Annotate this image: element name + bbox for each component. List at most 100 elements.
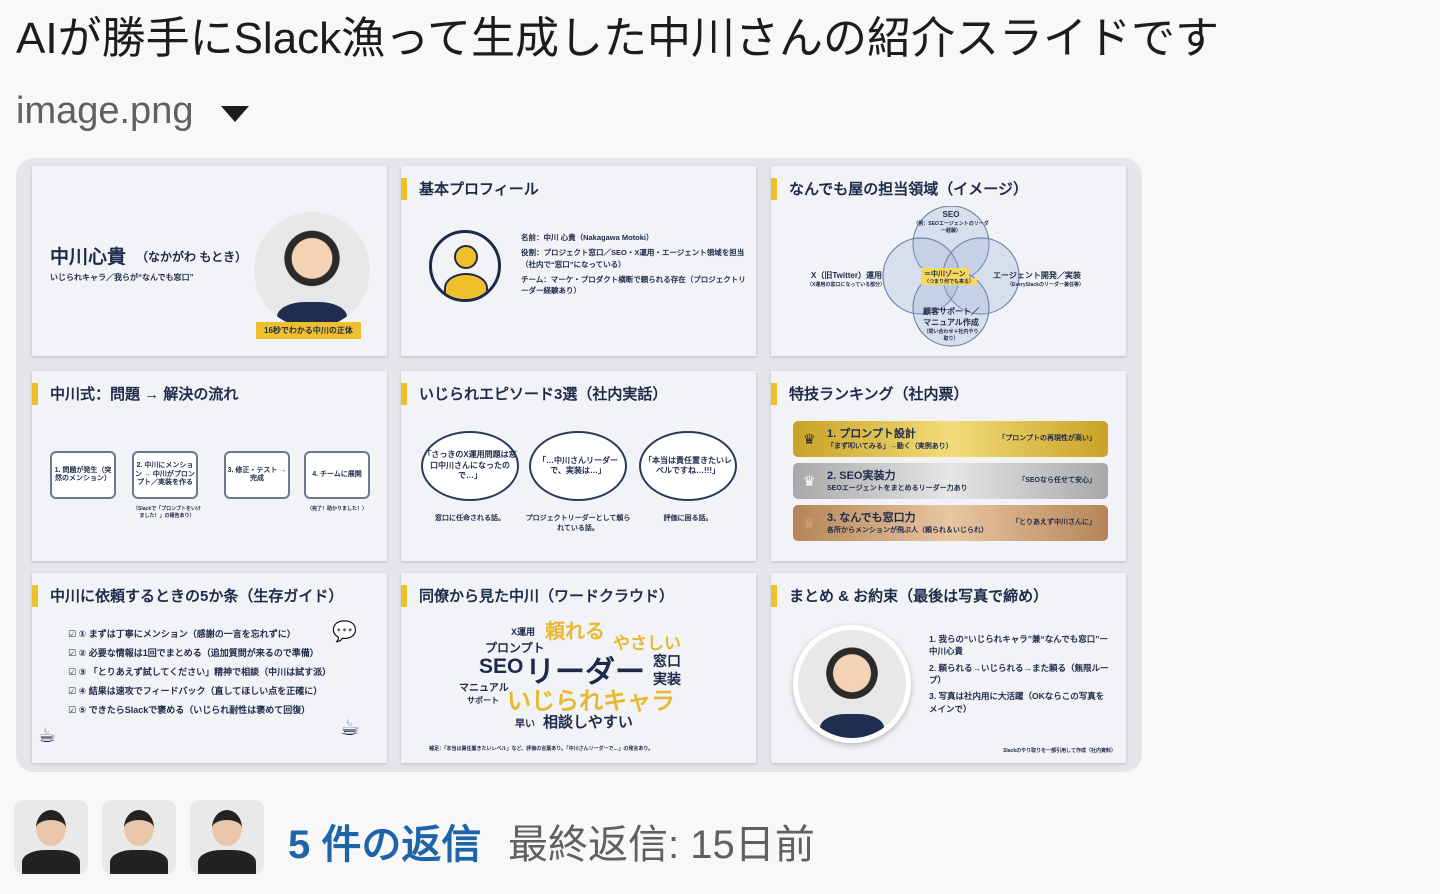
person-kana: （なかがわ もとき） <box>136 250 248 264</box>
slide-ranking: 特技ランキング（社内票） ♛ 1. プロンプト設計「まず叩いてみる」→動く（実例あ… <box>771 371 1126 561</box>
profile-role: 役割：プロジェクト窓口／SEO・X運用・エージェント領域を担当（社内で“窓口”に… <box>521 248 745 269</box>
flow-note: （Slackで「プロンプトをいけました！」の報告あり） <box>133 506 201 519</box>
word: リーダー <box>525 656 645 689</box>
crown-icon: ♛ <box>803 473 816 489</box>
word: 相談しやすい <box>543 714 633 731</box>
slide-intro: 中川心貴 （なかがわ もとき） いじられキャラ／我らが“なんでも窓口” 16秒で… <box>32 166 387 356</box>
rank-sub: SEOエージェントをまとめるリーダー力あり <box>827 485 968 492</box>
reply-avatar[interactable] <box>14 800 88 874</box>
flow-step: 4. チームに展開 <box>304 451 370 499</box>
slide-venn: なんでも屋の担当領域（イメージ） SEO （例：SEOエージェントのリーダー経験… <box>771 166 1126 356</box>
venn-support-sub: （問い合わせ＋社内やり取り） <box>923 329 979 342</box>
speech-bubble: 「…中川さんリーダーで、実装は…」 <box>529 431 627 501</box>
last-reply-time: 最終返信: 15日前 <box>508 823 815 867</box>
caret-down-icon <box>221 105 250 122</box>
image-attachment[interactable]: 中川心貴 （なかがわ もとき） いじられキャラ／我らが“なんでも窓口” 16秒で… <box>16 158 1142 772</box>
slide-summary: まとめ & お約束（最後は写真で締め） 1. 我らの“いじられキャラ”兼“なんで… <box>771 573 1126 763</box>
checklist-item: ☑ ⑤ できたらSlackで褒める（いじられ耐性は褒めて回復） <box>68 705 311 715</box>
speech-bubble: 「本当は責任置きたいレベルですね…!!!」 <box>639 431 737 501</box>
word: 早い <box>515 719 535 730</box>
venn-agent-sub: （EveryStackのリーダー兼任等） <box>1007 282 1084 288</box>
venn-seo: SEO <box>942 210 960 219</box>
checklist-item: ☑ ② 必要な情報は1回でまとめる（追加質問が来るので準備） <box>68 648 319 658</box>
slide-profile: 基本プロフィール 名前：中川 心貴（Nakagawa Motoki） 役割：プロ… <box>401 166 756 356</box>
venn-center: ＝中川ゾーン <box>921 268 969 280</box>
episode-caption: プロジェクトリーダーとして頼られている話。 <box>525 515 631 532</box>
episode-caption: 窓口に任命される話。 <box>435 515 505 522</box>
episode-caption: 評価に困る話。 <box>663 515 713 522</box>
slide-wordcloud: 同僚から見た中川（ワードクラウド） X運用 頼れる プロンプト やさしい SEO… <box>401 573 756 763</box>
message-text: AIが勝手にSlack漁って生成した中川さんの紹介スライドです <box>16 14 1219 63</box>
flow-note: （完了！助かりました！） <box>306 506 367 512</box>
mug-icon: ☕ <box>38 725 56 747</box>
rank-sub: 「まず叩いてみる」→動く（実例あり） <box>827 443 953 450</box>
ribbon: 16秒でわかる中川の正体 <box>256 322 361 339</box>
crown-icon: ♛ <box>803 515 816 531</box>
checklist-item: ☑ ④ 結果は速攻でフィードバック（直してほしい点を正確に） <box>68 686 323 696</box>
footnote: 補足：「本当は責任置きたいレベル」など、評価の言葉あり。「中川さんリーダーで…」… <box>429 746 654 752</box>
word: サポート <box>467 696 499 705</box>
rank-quote: 「プロンプトの再現性が高い」 <box>998 435 1096 442</box>
rank-quote: 「SEOなら任せて安心」 <box>1018 477 1096 484</box>
profile-team: チーム：マーケ・プロダクト横断で頼られる存在（プロジェクトリーダー経験あり） <box>521 274 746 295</box>
word: X運用 <box>511 627 536 637</box>
tagline: いじられキャラ／我らが“なんでも窓口” <box>50 273 194 282</box>
word: プロンプト <box>485 641 545 655</box>
checklist-item: ☑ ① まずは丁寧にメンション（感謝の一言を忘れずに） <box>68 629 296 639</box>
slide-flow: 中川式：問題 → 解決の流れ 1. 問題が発生（突然のメンション） 2. 中川に… <box>32 371 387 561</box>
venn-agent: エージェント開発／実装 <box>993 271 1081 280</box>
slide-title: 中川式：問題 → 解決の流れ <box>50 386 239 403</box>
checklist-item: ☑ ③ 「とりあえず試してください」精神で相談（中川は試す派） <box>68 667 332 677</box>
summary-item: 3. 写真は社内用に大活躍（OKならこの写真をメインで） <box>929 691 1105 714</box>
word: 実装 <box>653 671 681 687</box>
flow-step: 1. 問題が発生（突然のメンション） <box>50 451 116 499</box>
venn-x-sub: （X運用の窓口になっている部分） <box>807 282 886 288</box>
word: やさしい <box>613 634 681 653</box>
file-name: image.png <box>16 90 194 132</box>
portrait-photo <box>793 625 911 743</box>
rank-1: ♛ 1. プロンプト設計「まず叩いてみる」→動く（実例あり） 「プロンプトの再現性が… <box>793 421 1108 457</box>
slide-title: まとめ & お約束（最後は写真で締め） <box>789 588 1049 605</box>
footnote: Slackのやり取りを一部引用して作成（社内資料） <box>1003 748 1116 754</box>
slide-title: 基本プロフィール <box>419 181 539 198</box>
rank-quote: 「とりあえず中川さんに」 <box>1012 519 1096 526</box>
venn-x: X（旧Twitter）運用 <box>811 271 882 280</box>
replies-link[interactable]: 5 件の返信 <box>288 823 482 867</box>
rank-title: 3. なんでも窓口力 <box>827 512 916 524</box>
chat-bubble-icon: 💬 <box>332 621 357 643</box>
word: SEO <box>479 655 524 678</box>
venn-seo-sub: （例：SEOエージェントのリーダー経験） <box>913 221 989 234</box>
flow-step: 3. 修正・テスト → 完成 <box>224 451 290 499</box>
profile-name: 名前：中川 心貴（Nakagawa Motoki） <box>521 233 654 242</box>
portrait-photo <box>254 212 370 328</box>
flow-step: 2. 中川にメンション → 中川がプロンプト／実装を作る <box>132 451 198 499</box>
speech-bubble: 「さっきのX運用問題は窓口中川さんになったので…」 <box>421 431 519 501</box>
slide-title: 同僚から見た中川（ワードクラウド） <box>419 588 675 605</box>
summary-item: 1. 我らの“いじられキャラ”兼“なんでも窓口”ー中川心貴 <box>929 634 1109 657</box>
reply-avatar[interactable] <box>102 800 176 874</box>
rank-title: 1. プロンプト設計 <box>827 428 916 440</box>
reply-avatar[interactable] <box>190 800 264 874</box>
rank-2: ♛ 2. SEO実装力 SEOエージェントをまとめるリーダー力あり 「SEOなら任せて… <box>793 463 1108 499</box>
slide-title: 中川に依頼するときの5か条（生存ガイド） <box>50 588 344 605</box>
venn-center-sub: （つまり何でも来る） <box>921 278 978 285</box>
file-name-toggle[interactable]: image.png <box>16 90 250 133</box>
word: いじられキャラ <box>507 688 675 715</box>
slide-title: 特技ランキング（社内票） <box>789 386 969 403</box>
word: 頼れる <box>545 621 605 643</box>
slide-episodes: いじられエピソード3選（社内実話） 「さっきのX運用問題は窓口中川さんになったの… <box>401 371 756 561</box>
person-name: 中川心貴 <box>50 247 127 268</box>
crown-icon: ♛ <box>803 431 816 447</box>
slide-title: いじられエピソード3選（社内実話） <box>419 386 668 403</box>
word: 窓口 <box>653 653 681 669</box>
word: マニュアル <box>459 683 509 694</box>
slide-guide: 中川に依頼するときの5か条（生存ガイド） ☑ ① まずは丁寧にメンション（感謝の… <box>32 573 387 763</box>
rank-sub: 各所からメンションが飛ぶ人（頼られ＆いじられ） <box>827 527 988 534</box>
slide-title: なんでも屋の担当領域（イメージ） <box>789 181 1028 198</box>
rank-3: ♛ 3. なんでも窓口力各所からメンションが飛ぶ人（頼られ＆いじられ） 「とりあえず… <box>793 505 1108 541</box>
user-avatar-icon <box>429 230 501 302</box>
venn-support: 顧客サポート／マニュアル作成 <box>923 307 979 327</box>
rank-title: 2. SEO実装力 <box>827 470 896 482</box>
coffee-cup-icon: ☕ <box>340 715 360 740</box>
summary-item: 2. 頼られる→いじられる→また頼る（無限ループ） <box>929 662 1109 685</box>
